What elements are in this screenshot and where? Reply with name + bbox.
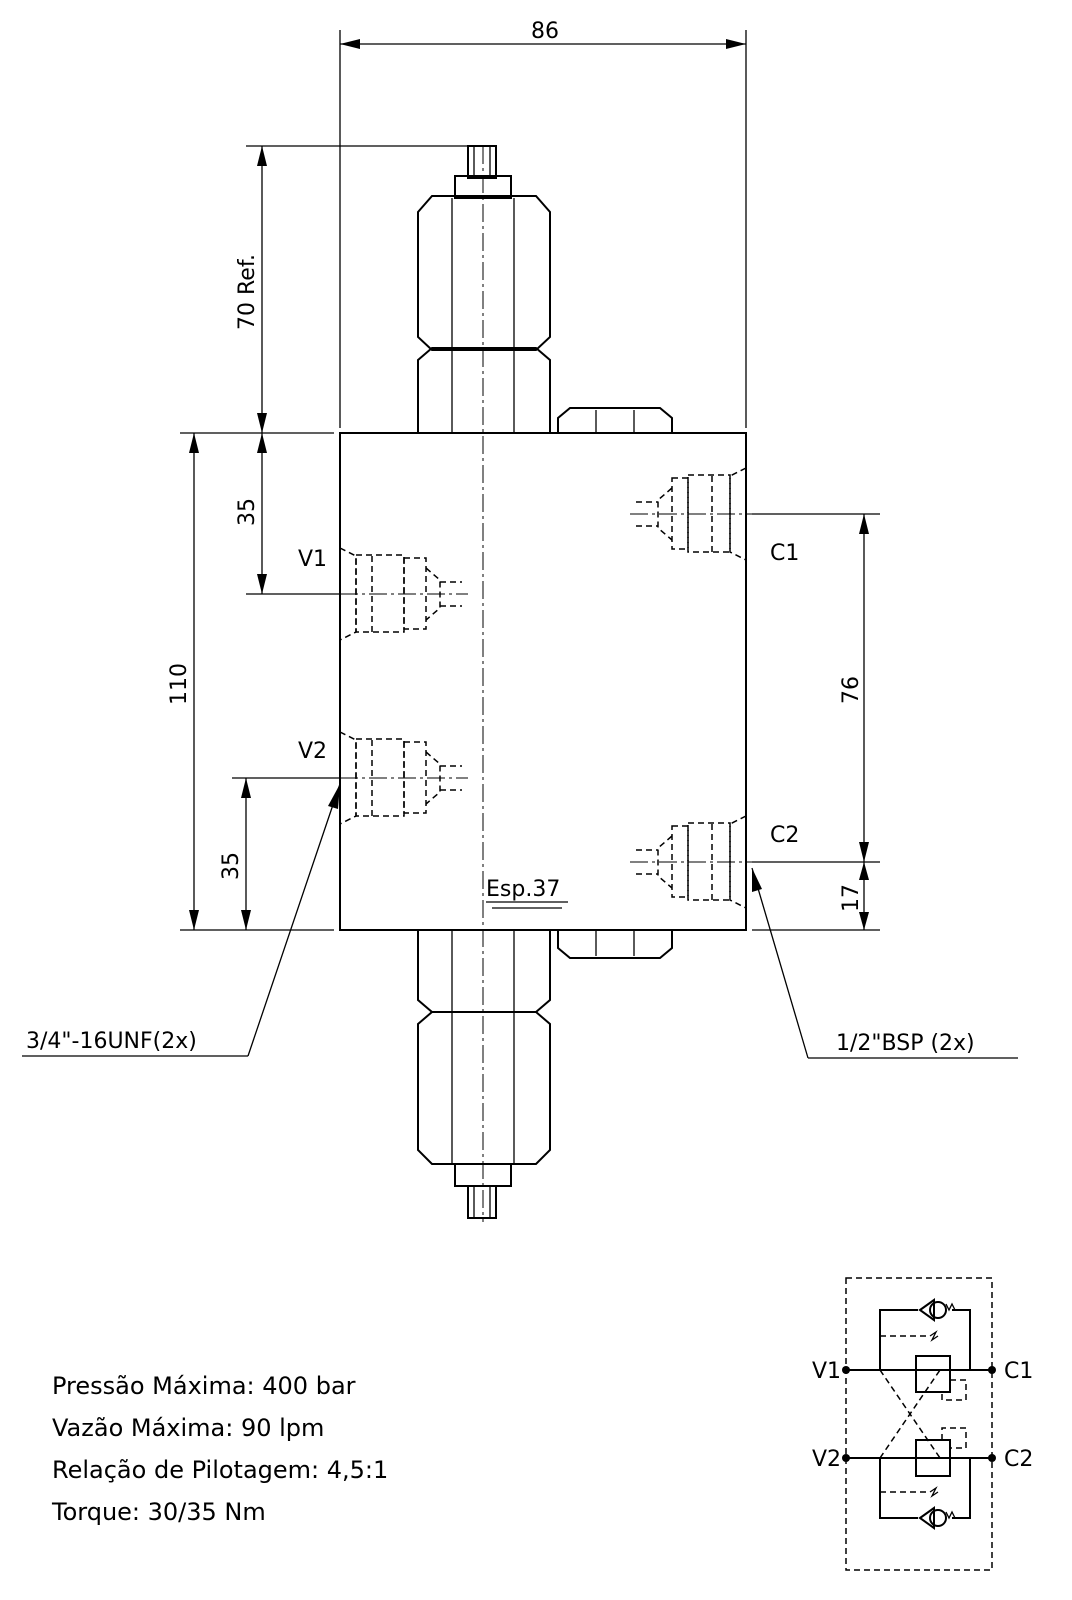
svg-text:17: 17 xyxy=(839,884,864,912)
port-v2-hidden xyxy=(339,731,468,825)
dim-17: 17 xyxy=(752,862,880,931)
top-cartridge xyxy=(417,145,551,434)
svg-text:70 Ref.: 70 Ref. xyxy=(235,254,260,330)
bottom-plug xyxy=(557,930,673,959)
svg-text:C2: C2 xyxy=(1004,1447,1033,1472)
hydraulic-schematic: V1 V2 C1 C2 xyxy=(812,1277,1033,1571)
svg-text:C1: C1 xyxy=(1004,1359,1033,1384)
label-c1: C1 xyxy=(770,541,799,566)
dim-110: 110 xyxy=(167,432,334,931)
spec-flow: Vazão Máxima: 90 lpm xyxy=(52,1414,324,1442)
spec-torque: Torque: 30/35 Nm xyxy=(51,1498,266,1526)
leader-right: 1/2"BSP (2x) xyxy=(751,867,1018,1059)
dim-70-ref: 70 Ref. xyxy=(235,145,494,433)
port-v1-hidden xyxy=(339,547,468,641)
thickness-label: Esp.37 xyxy=(486,877,560,902)
svg-text:86: 86 xyxy=(531,19,559,44)
spec-pressure: Pressão Máxima: 400 bar xyxy=(52,1372,356,1400)
svg-text:V1: V1 xyxy=(812,1359,841,1384)
top-plug xyxy=(557,407,673,433)
dim-35-top: 35 xyxy=(235,433,340,595)
svg-text:1/2"BSP (2x): 1/2"BSP (2x) xyxy=(836,1031,975,1056)
valve-body xyxy=(339,432,747,931)
dim-35-bottom: 35 xyxy=(219,777,340,930)
svg-text:76: 76 xyxy=(839,676,864,704)
port-c2-hidden xyxy=(630,815,762,909)
svg-text:110: 110 xyxy=(167,663,192,705)
label-c2: C2 xyxy=(770,823,799,848)
label-v2: V2 xyxy=(298,739,327,764)
svg-text:3/4"-16UNF(2x): 3/4"-16UNF(2x) xyxy=(26,1029,197,1054)
dim-76: 76 xyxy=(752,513,880,863)
svg-text:V2: V2 xyxy=(812,1447,841,1472)
svg-text:35: 35 xyxy=(219,852,244,880)
specifications: Pressão Máxima: 400 bar Vazão Máxima: 90… xyxy=(51,1372,388,1526)
dim-86: 86 xyxy=(339,19,747,428)
bottom-cartridge xyxy=(417,929,551,1219)
leader-left: 3/4"-16UNF(2x) xyxy=(22,783,341,1057)
label-v1: V1 xyxy=(298,547,327,572)
port-c1-hidden xyxy=(630,467,762,561)
spec-pilot-ratio: Relação de Pilotagem: 4,5:1 xyxy=(52,1456,388,1484)
svg-text:35: 35 xyxy=(235,498,260,526)
